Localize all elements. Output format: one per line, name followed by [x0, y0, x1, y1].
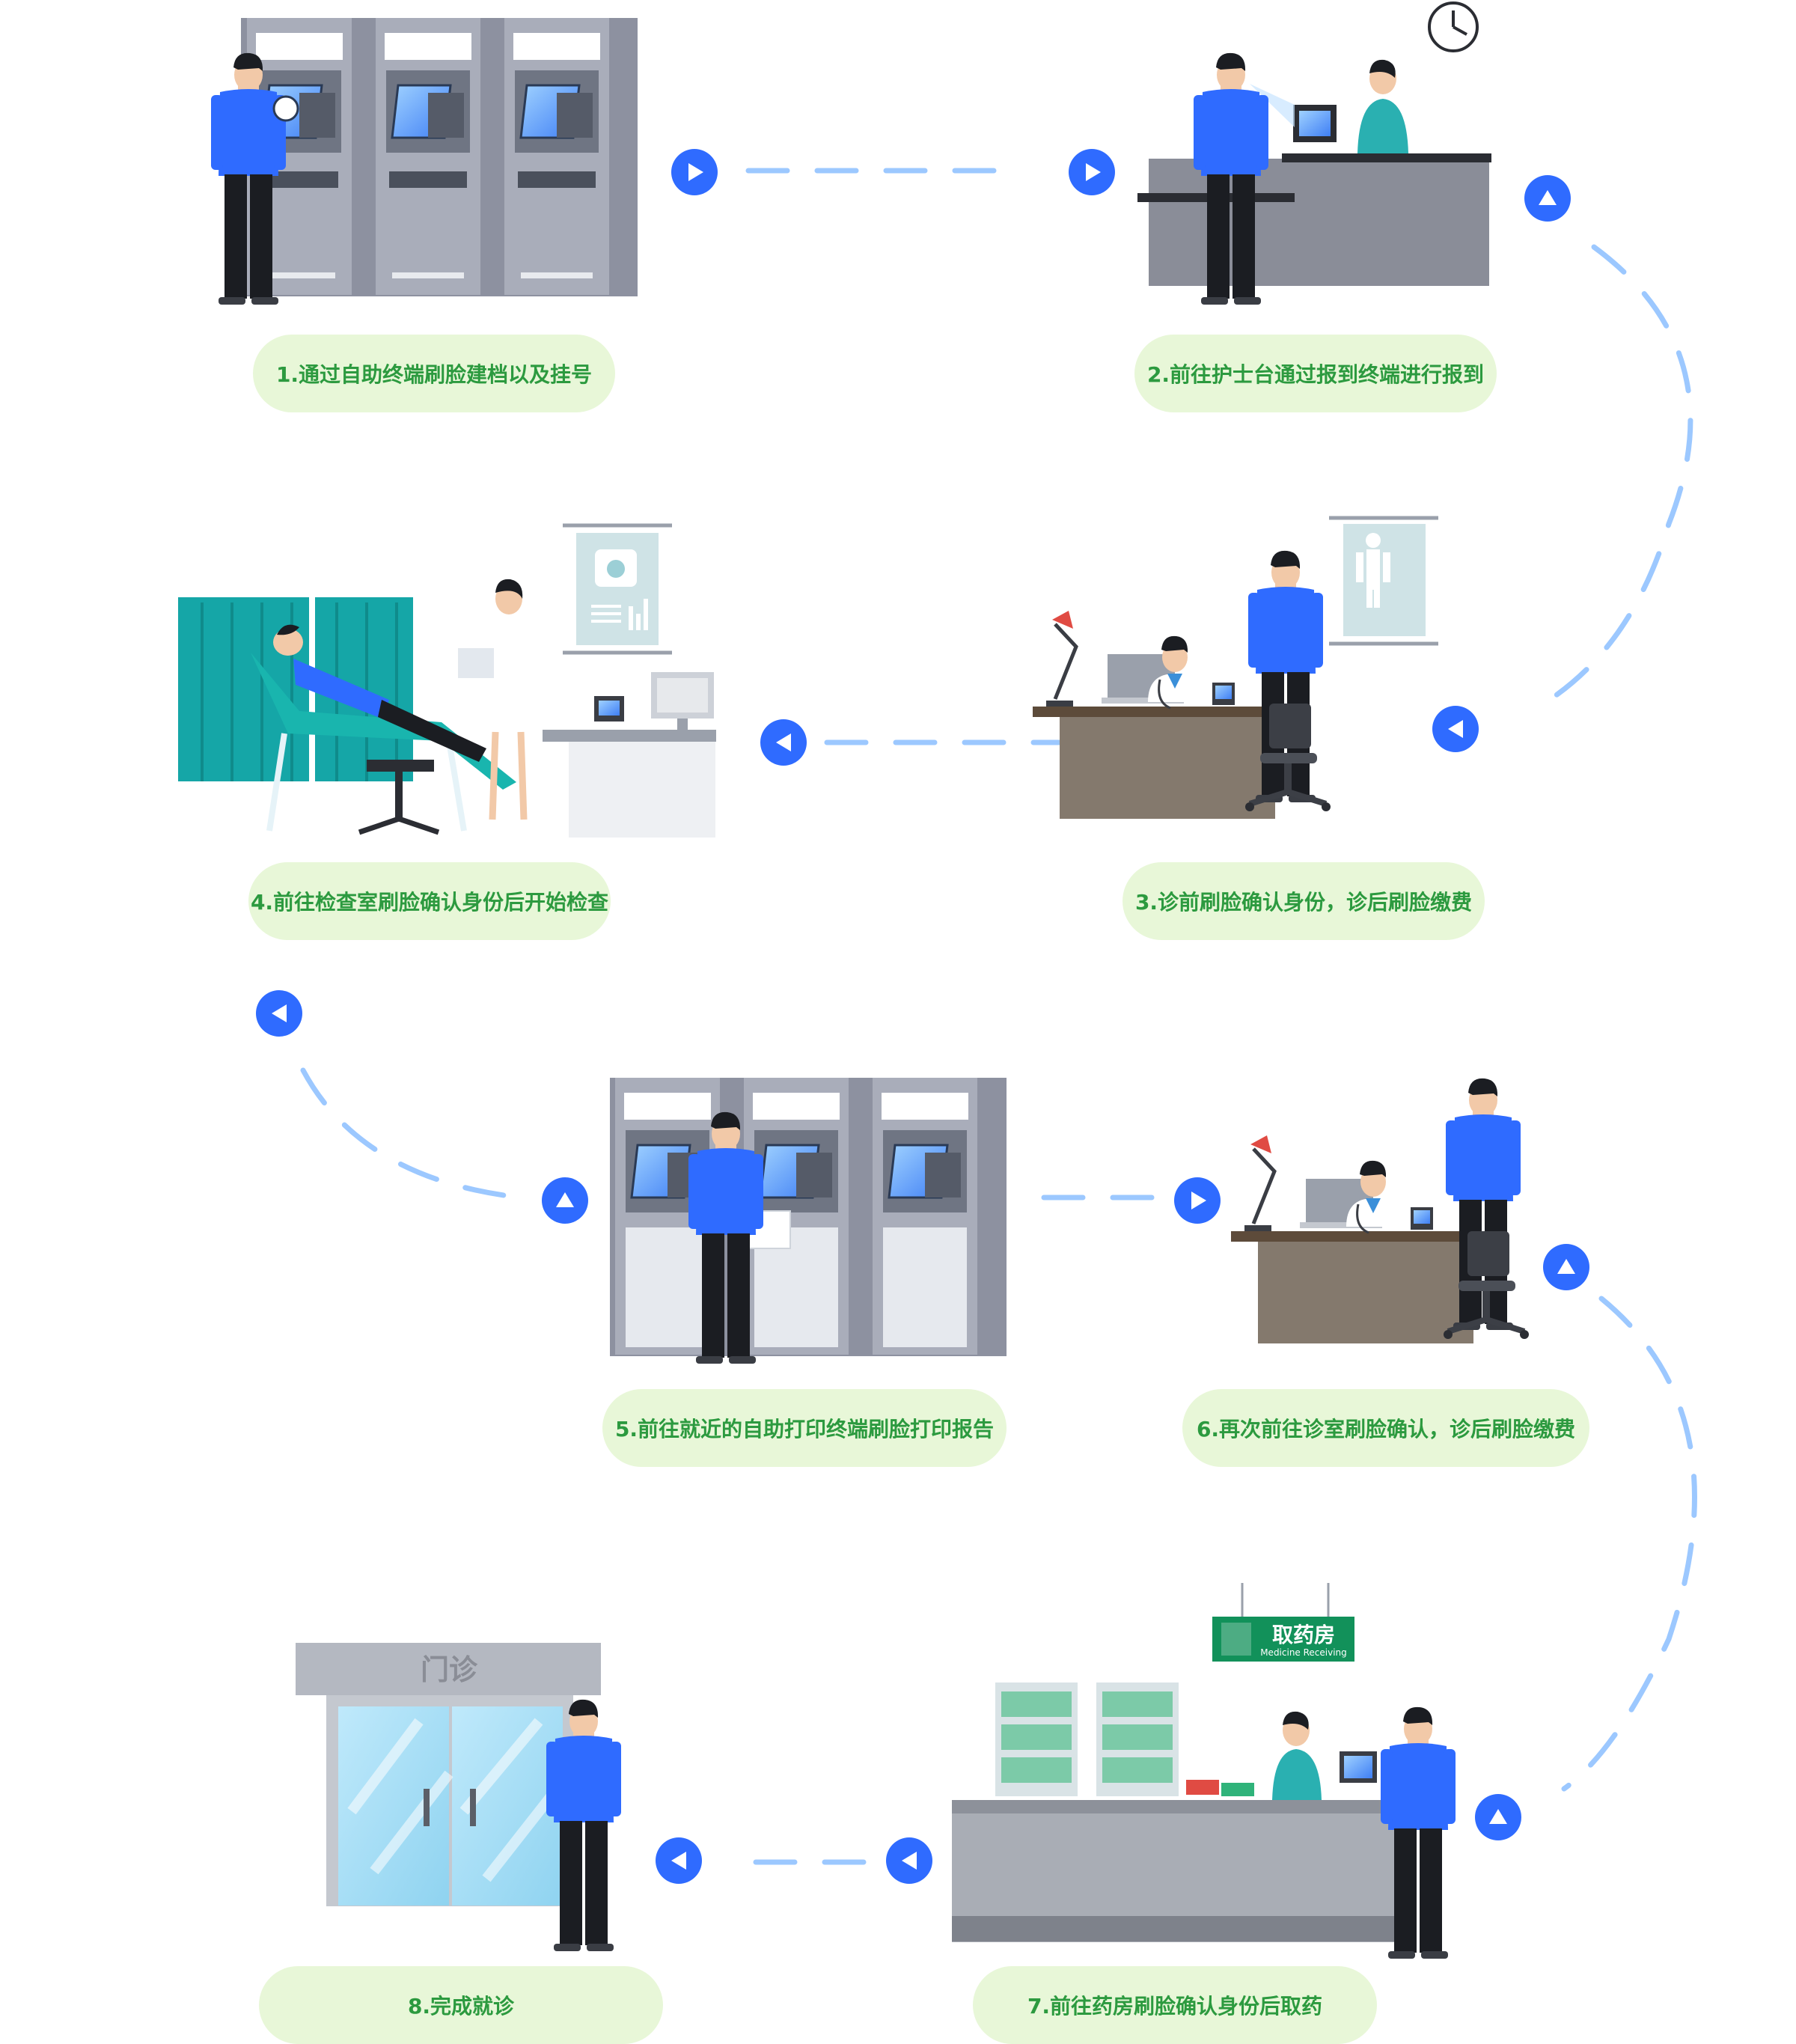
play-arrow-icon: [886, 1837, 932, 1884]
connector-lines: [300, 168, 1697, 1865]
play-arrow-icon: [1475, 1794, 1521, 1840]
step-3-label: 3.诊前刷脸确认身份，诊后刷脸缴费: [1122, 862, 1485, 940]
flow-arrow-buttons: [256, 149, 1589, 1884]
play-arrow-icon: [1069, 149, 1115, 195]
scene-nurse-station: [1137, 1, 1491, 305]
step-2-label: 2.前往护士台通过报到终端进行报到: [1134, 335, 1497, 412]
scene-consulting-room-revisit: [1231, 1078, 1529, 1343]
scene-examination-room: [178, 523, 716, 838]
step-6-label: 6.再次前往诊室刷脸确认，诊后刷脸缴费: [1182, 1389, 1589, 1467]
play-arrow-icon: [671, 149, 718, 195]
pharmacy-sign-title: 取药房: [1272, 1623, 1335, 1647]
step-7-label: 7.前往药房刷脸确认身份后取药: [973, 1966, 1377, 2044]
play-arrow-icon: [656, 1837, 702, 1884]
face-scan-icon: [272, 95, 299, 122]
scene-self-service-registration: [211, 16, 638, 305]
pharmacy-sign: [1212, 1617, 1354, 1662]
play-arrow-icon: [1524, 175, 1571, 222]
clock-icon: [1428, 1, 1479, 52]
scene-report-printing: [610, 1076, 1007, 1364]
play-arrow-icon: [542, 1177, 588, 1224]
step-8-label: 8.完成就诊: [259, 1966, 663, 2044]
scene-outpatient-exit: 门诊: [296, 1643, 621, 1951]
play-arrow-icon: [760, 719, 807, 766]
outpatient-sign: 门诊: [421, 1653, 478, 1686]
play-arrow-icon: [256, 990, 302, 1037]
play-arrow-icon: [1543, 1244, 1589, 1290]
scene-pharmacy: 取药房 Medicine Receiving: [952, 1583, 1456, 1959]
play-arrow-icon: [1432, 706, 1479, 752]
step-5-label: 5.前往就近的自助打印终端刷脸打印报告: [602, 1389, 1007, 1467]
step-1-label: 1.通过自助终端刷脸建档以及挂号: [253, 335, 615, 412]
play-arrow-icon: [1174, 1177, 1221, 1224]
pharmacy-sign-subtitle: Medicine Receiving: [1260, 1647, 1347, 1658]
scene-consulting-room: [1033, 516, 1438, 819]
step-4-label: 4.前往检查室刷脸确认身份后开始检查: [248, 862, 611, 940]
